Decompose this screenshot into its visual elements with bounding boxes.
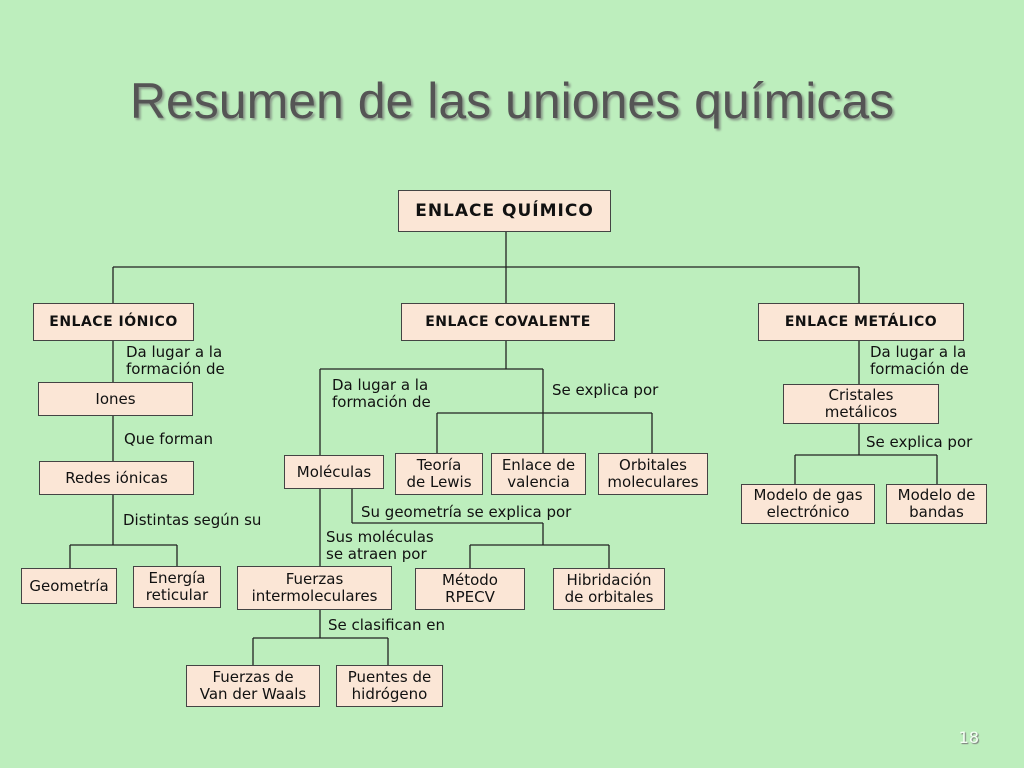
fuerzas-van-der-waals-box: Fuerzas de Van der Waals bbox=[186, 665, 320, 707]
modelo-bandas-box: Modelo de bandas bbox=[886, 484, 987, 524]
enlace-ionico-box: ENLACE IÓNICO bbox=[33, 303, 194, 341]
orbitales-moleculares-box: Orbitales moleculares bbox=[598, 453, 708, 495]
modelo-gas-electronico-box: Modelo de gas electrónico bbox=[741, 484, 875, 524]
page-number: 18 bbox=[958, 728, 979, 747]
enlace-covalente-box: ENLACE COVALENTE bbox=[401, 303, 615, 341]
metalico-se-explica-label: Se explica por bbox=[866, 433, 973, 451]
slide-title: Resumen de las uniones químicas bbox=[129, 73, 895, 129]
puentes-hidrogeno-box: Puentes de hidrógeno bbox=[336, 665, 443, 707]
iones-box: Iones bbox=[38, 382, 193, 416]
metodo-rpecv-box: Método RPECV bbox=[415, 568, 525, 610]
enlace-metalico-box: ENLACE METÁLICO bbox=[758, 303, 964, 341]
metalico-da-lugar-label: Da lugar a la formación de bbox=[870, 343, 969, 378]
ionico-da-lugar-label: Da lugar a la formación de bbox=[126, 343, 225, 378]
teoria-lewis-box: Teoría de Lewis bbox=[395, 453, 483, 495]
moleculas-box: Moléculas bbox=[284, 455, 384, 489]
enlace-quimico-box: ENLACE QUÍMICO bbox=[398, 190, 611, 232]
distintas-segun-label: Distintas según su bbox=[123, 511, 262, 529]
geometria-box: Geometría bbox=[21, 568, 117, 604]
enlace-valencia-box: Enlace de valencia bbox=[491, 453, 586, 495]
fuerzas-intermoleculares-box: Fuerzas intermoleculares bbox=[237, 566, 392, 610]
se-clasifican-label: Se clasifican en bbox=[328, 616, 446, 634]
que-forman-label: Que forman bbox=[124, 430, 213, 448]
geometria-se-explica-label: Su geometría se explica por bbox=[361, 503, 572, 521]
cristales-metalicos-box: Cristales metálicos bbox=[783, 384, 939, 424]
energia-reticular-box: Energía reticular bbox=[133, 566, 221, 608]
covalente-se-explica-label: Se explica por bbox=[552, 381, 659, 399]
moleculas-se-atraen-label: Sus moléculas se atraen por bbox=[326, 528, 434, 563]
hibridacion-orbitales-box: Hibridación de orbitales bbox=[553, 568, 665, 610]
redes-ionicas-box: Redes iónicas bbox=[39, 461, 194, 495]
covalente-da-lugar-label: Da lugar a la formación de bbox=[332, 376, 431, 411]
